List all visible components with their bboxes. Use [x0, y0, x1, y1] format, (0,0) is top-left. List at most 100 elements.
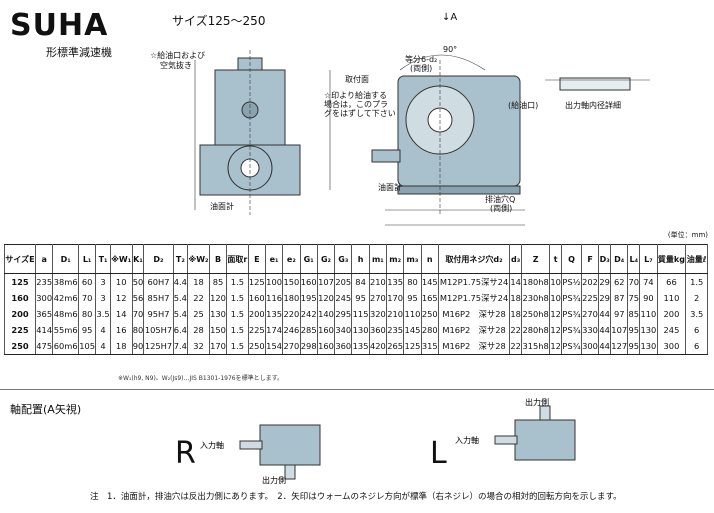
table-cell: 75 [627, 290, 641, 306]
table-cell: 28 [187, 322, 210, 338]
table-cell: 80 [77, 306, 97, 322]
table-cell: 85H7 [143, 290, 174, 306]
oil-fill-note: ☆給油口および [150, 50, 205, 60]
table-cell: 250 [420, 306, 439, 322]
table-cell: 298 [299, 338, 318, 355]
table-cell: 1.5 [226, 273, 249, 290]
table-cell: 25 [187, 306, 210, 322]
r-input-label: 入力軸 [200, 440, 224, 450]
table-cell: 22 [509, 338, 523, 355]
side-view-input-shaft [371, 149, 401, 163]
column-header: G₂ [316, 244, 336, 274]
table-cell: 320 [368, 306, 388, 322]
column-header: L₄ [627, 244, 641, 274]
table-cell: 105H7 [143, 322, 174, 338]
table-cell: 195 [299, 290, 318, 306]
arrangement-r-diagram: 入力軸 出力側 [200, 424, 321, 485]
table-cell: 125H7 [143, 338, 174, 355]
table-cell: 130 [639, 322, 658, 338]
table-cell: 12 [549, 306, 563, 322]
column-header: D₂ [143, 244, 174, 274]
table-cell: 97 [610, 306, 629, 322]
column-header: m₂ [386, 244, 405, 274]
table-cell: 66 [656, 273, 687, 290]
table-cell: 10 [549, 273, 563, 290]
table-cell: 1.5 [685, 273, 708, 290]
table-cell: 360 [334, 338, 353, 355]
column-header: G₃ [334, 244, 353, 274]
column-header: a [35, 244, 54, 274]
column-header: D₄ [610, 244, 629, 274]
table-cell: 16 [109, 322, 133, 338]
l-input-label: 入力軸 [455, 435, 479, 445]
table-cell: 62 [610, 273, 629, 290]
size-range: サイズ125～250 [172, 14, 266, 28]
table-cell: 300 [580, 338, 600, 355]
table-cell: 44 [598, 322, 612, 338]
table-cell: 360 [368, 322, 388, 338]
column-header: e₁ [264, 244, 284, 274]
table-cell: 180 [282, 290, 301, 306]
table-cell: 14 [109, 306, 133, 322]
table-cell: 12 [549, 338, 563, 355]
column-header: e₂ [282, 244, 301, 274]
table-cell: 80 [403, 273, 422, 290]
table-cell: 285 [299, 322, 318, 338]
table-cell: 135 [351, 338, 370, 355]
table-cell: 295 [334, 306, 353, 322]
table-cell: 130 [208, 306, 228, 322]
table-cell: 95 [627, 338, 641, 355]
table-cell: 100 [264, 273, 284, 290]
table-cell: 135 [386, 273, 405, 290]
table-cell: 180h8 [521, 273, 551, 290]
column-header: 面取r [226, 244, 249, 274]
table-cell: 95H7 [143, 306, 174, 322]
table-cell: 245 [334, 290, 353, 306]
table-cell: 475 [35, 338, 54, 355]
table-cell: 250h8 [521, 306, 551, 322]
table-cell: PS¾ [561, 306, 582, 322]
table-cell: 85 [208, 273, 228, 290]
table-cell: 7.4 [172, 338, 189, 355]
arrangement-l-letter: L [430, 436, 447, 471]
section-divider [0, 389, 714, 390]
air-vent-label: 空気抜き [160, 60, 192, 70]
column-header: t [549, 244, 563, 274]
table-cell: 3 [95, 273, 111, 290]
table-cell: 44 [598, 338, 612, 355]
arrangement-title: 軸配置(A矢視) [10, 403, 82, 416]
column-header: h [351, 244, 370, 274]
arrangement-r-letter: R [175, 436, 196, 471]
table-cell: M16P2 深サ28 [437, 338, 511, 355]
table-cell: 250 [3, 338, 37, 355]
table-cell: 170 [386, 290, 405, 306]
table-cell: 95 [351, 290, 370, 306]
drain-both-label: (両側) [490, 203, 512, 213]
table-cell: 210 [368, 273, 388, 290]
table-cell: 56 [131, 290, 145, 306]
table-cell: 202 [580, 273, 600, 290]
column-header: T₁ [95, 244, 111, 274]
table-cell: 110 [656, 290, 687, 306]
table-cell: 160 [316, 338, 336, 355]
star-note-2: 場合は，このプラ [324, 99, 388, 109]
table-cell: 5.4 [172, 290, 189, 306]
column-header: L₁ [77, 244, 97, 274]
table-cell: M12P1.75深サ24 [437, 273, 511, 290]
column-header: 油量ℓ [685, 244, 708, 274]
model-title: SUHA [10, 8, 109, 43]
table-cell: 110 [403, 306, 422, 322]
table-cell: 1.5 [226, 338, 249, 355]
oil-inlet-label: (給油口) [508, 100, 538, 110]
table-cell: M16P2 深サ28 [437, 322, 511, 338]
table-cell: 38m6 [52, 273, 79, 290]
table-cell: 200 [3, 306, 37, 322]
column-header: d₃ [509, 244, 523, 274]
table-cell: 150 [208, 322, 228, 338]
table-cell: 12 [549, 322, 563, 338]
table-cell: 225 [247, 322, 266, 338]
